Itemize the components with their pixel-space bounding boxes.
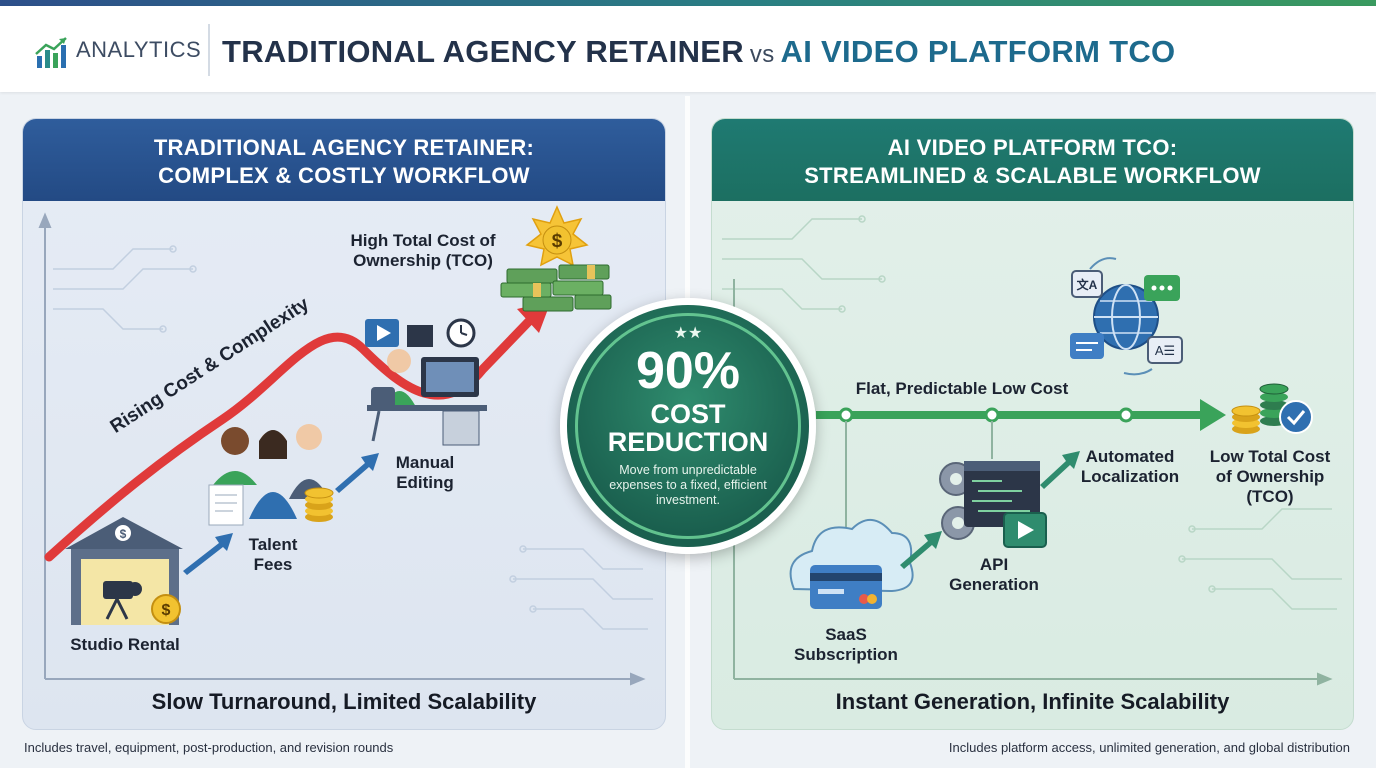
api-generation-icon (939, 461, 1047, 548)
circuit-decoration-right (722, 215, 1342, 610)
svg-text:$: $ (162, 602, 171, 619)
ai-bottom-line: Instant Generation, Infinite Scalability (835, 689, 1230, 714)
low-tco-label-line3: (TCO) (1246, 487, 1294, 506)
svg-text:$: $ (552, 231, 563, 252)
manual-editing-label-line2: Editing (396, 473, 454, 492)
manual-editing-label-line1: Manual (395, 453, 455, 472)
badge-description: Move from unpredictable expenses to a fi… (609, 463, 767, 507)
flow-connectors (845, 421, 993, 539)
api-generation-label: API Generation (938, 555, 1050, 595)
api-label-line1: API (979, 555, 1009, 574)
traditional-bottom-line: Slow Turnaround, Limited Scalability (151, 689, 537, 714)
top-accent-stripe (0, 0, 1376, 6)
talent-fees-label: Talent Fees (233, 535, 313, 575)
low-tco-label-line1: Low Total Cost (1209, 447, 1331, 466)
step-arrow-2 (335, 453, 379, 493)
studio-rental-label: Studio Rental (70, 635, 180, 654)
high-tco-label-line1: High Total Cost of (350, 231, 496, 250)
saas-label-line1: SaaS (825, 625, 867, 644)
title-left: TRADITIONAL AGENCY RETAINER (222, 34, 744, 69)
traditional-title-line1: TRADITIONAL AGENCY RETAINER: (153, 135, 535, 160)
svg-text:$: $ (120, 527, 127, 541)
saas-subscription-label: SaaS Subscription (776, 625, 916, 665)
svg-text:文A: 文A (1077, 277, 1098, 292)
badge-line2: REDUCTION (607, 427, 769, 457)
step-arrow-saas (900, 531, 942, 569)
traditional-title-line2: COMPLEX & COSTLY WORKFLOW (158, 163, 530, 188)
step-arrow-api (1040, 451, 1080, 489)
low-tco-label-line2: of Ownership (1215, 467, 1325, 486)
ai-footnote: Includes platform access, unlimited gene… (948, 740, 1350, 755)
flow-label: Flat, Predictable Low Cost (855, 379, 1069, 398)
flat-cost-arrowhead (1200, 399, 1226, 431)
manual-editing-icon (365, 318, 487, 446)
ai-platform-panel: AI VIDEO PLATFORM TCO: STREAMLINED & SCA… (711, 118, 1354, 730)
badge-line1: COST (650, 399, 726, 429)
high-tco-label: High Total Cost of Ownership (TCO) (335, 231, 511, 271)
api-label-line2: Generation (949, 575, 1039, 594)
ai-title-line1: AI VIDEO PLATFORM TCO: (887, 135, 1178, 160)
studio-rental-icon: $ $ (65, 517, 183, 625)
high-tco-label-line2: Ownership (TCO) (353, 251, 493, 270)
saas-cloud-icon (789, 519, 914, 609)
traditional-footnote: Includes travel, equipment, post-product… (24, 740, 394, 755)
circuit-decoration-left (53, 245, 653, 630)
talent-fees-label-line1: Talent (248, 535, 298, 554)
low-tco-label: Low Total Cost of Ownership (TCO) (1200, 447, 1340, 507)
localization-label-line1: Automated (1085, 447, 1175, 466)
manual-editing-label: Manual Editing (381, 453, 469, 493)
svg-text:A☰: A☰ (1155, 343, 1175, 358)
high-tco-money-icon: $ (500, 205, 612, 312)
header-separator (208, 24, 210, 76)
step-arrow-1 (183, 533, 233, 575)
traditional-agency-panel: TRADITIONAL AGENCY RETAINER: COMPLEX & C… (22, 118, 666, 730)
analytics-logo-icon (35, 37, 67, 68)
flow-nodes (838, 407, 1134, 423)
ai-panel-title: AI VIDEO PLATFORM TCO: STREAMLINED & SCA… (712, 119, 1353, 201)
talent-fees-label-line2: Fees (253, 555, 293, 574)
brand-name: ANALYTICS (76, 37, 202, 62)
traditional-panel-title: TRADITIONAL AGENCY RETAINER: COMPLEX & C… (23, 119, 665, 201)
talent-fees-icon (208, 424, 334, 526)
trend-axes (38, 212, 646, 686)
traditional-workflow-illustration: $ $ (38, 205, 653, 686)
badge-percent: 90% (635, 342, 741, 400)
title-vs: vs (749, 41, 775, 68)
localization-globe-icon: 文A A☰ (1070, 257, 1183, 376)
badge-stars-icon: ★★ (673, 325, 703, 342)
localization-label-line2: Localization (1080, 467, 1180, 486)
ai-workflow-illustration: 文A A☰ (722, 215, 1342, 686)
ai-title-line2: STREAMLINED & SCALABLE WORKFLOW (804, 163, 1261, 188)
automated-localization-label: Automated Localization (1072, 447, 1188, 487)
cost-reduction-badge: ★★ 90% COST REDUCTION Move from unpredic… (560, 298, 816, 554)
title-right: AI VIDEO PLATFORM TCO (780, 34, 1176, 69)
saas-label-line2: Subscription (794, 645, 898, 664)
badge-ring (575, 313, 801, 539)
low-tco-coins-icon (1231, 383, 1313, 434)
